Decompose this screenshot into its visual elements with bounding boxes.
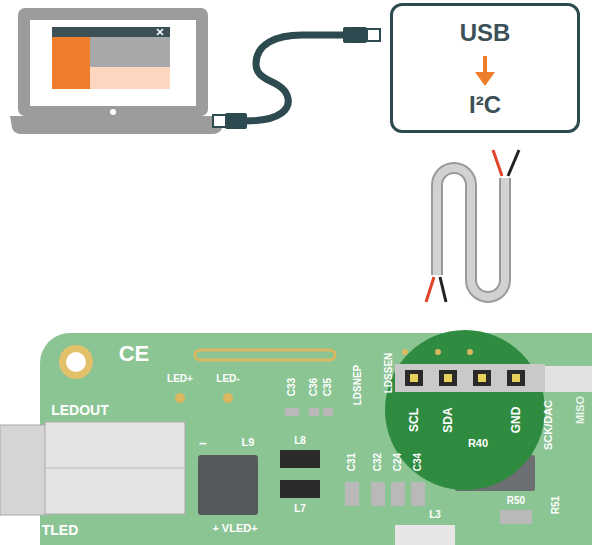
- silkscreen-label: R51: [551, 496, 561, 514]
- silkscreen-label: L7: [294, 504, 306, 514]
- silkscreen-label: R50: [507, 496, 525, 506]
- pin-label: SCL: [408, 408, 420, 432]
- silkscreen-label: TLED: [42, 523, 79, 537]
- silkscreen-label: LED+: [167, 374, 193, 384]
- silkscreen-label: LEDOUT: [51, 403, 109, 417]
- i2c-cable: [426, 150, 519, 302]
- silkscreen-label: LDSSEN: [384, 353, 394, 394]
- silkscreen-label: L3: [429, 510, 441, 520]
- silkscreen-label: R40: [468, 438, 488, 449]
- pin-label: SCK/DAC: [543, 400, 554, 450]
- circuit-board: [0, 330, 592, 545]
- header-pins: [405, 370, 525, 386]
- silkscreen-label: C33: [287, 378, 297, 396]
- usb-cable: [213, 27, 380, 129]
- pin-label: GND: [510, 407, 522, 434]
- box-text: I²C: [469, 92, 501, 118]
- silkscreen-label: L8: [294, 436, 306, 446]
- silkscreen-label: CE: [119, 343, 150, 365]
- silkscreen-label: C35: [323, 378, 333, 396]
- silkscreen-label: C24: [393, 453, 403, 471]
- silkscreen-label: C34: [413, 453, 423, 471]
- silkscreen-label: + VLED+: [212, 523, 257, 534]
- silkscreen-label: LDSNEP: [353, 365, 363, 406]
- converter-box: USB I²C: [390, 3, 580, 133]
- arrow-icon: [470, 54, 500, 88]
- silkscreen-label: C36: [309, 378, 319, 396]
- silkscreen-label: L9: [242, 437, 255, 448]
- pin-label: SDA: [442, 407, 454, 432]
- box-text: USB: [460, 20, 511, 46]
- pin-label: MISO: [575, 396, 586, 424]
- silkscreen-label: LED-: [216, 374, 239, 384]
- silkscreen-label: C32: [373, 453, 383, 471]
- silkscreen-label: C31: [347, 453, 357, 471]
- silkscreen-label: –: [199, 436, 207, 450]
- laptop-icon: [10, 8, 224, 134]
